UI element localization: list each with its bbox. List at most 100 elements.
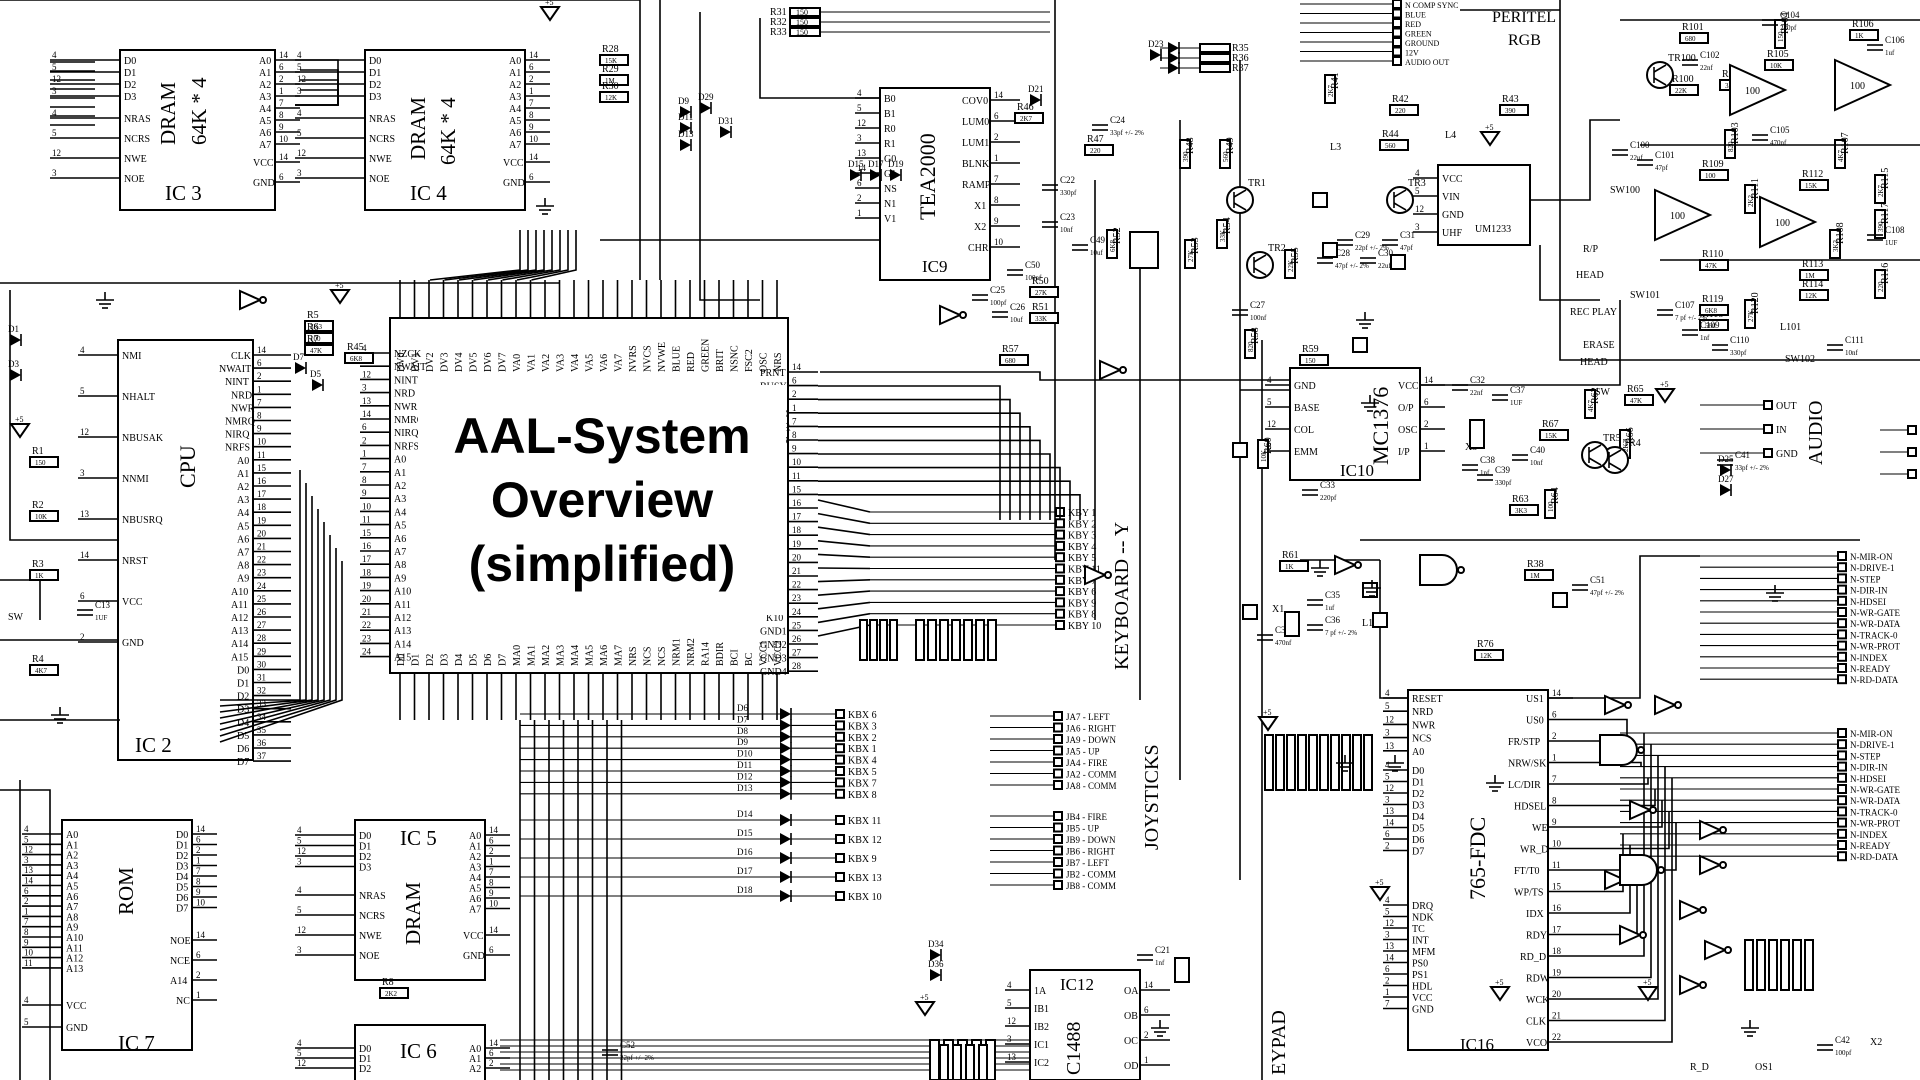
op-amp-symbol [1654, 188, 1713, 242]
pin-label: D3 [359, 863, 371, 874]
pin-label: RD_D [1520, 952, 1546, 963]
aal-top-pin-label: VA0 [512, 354, 523, 372]
pin-number: 6 [994, 111, 999, 121]
kby-label: KBY 8 [1068, 610, 1096, 621]
pin-label: A1 [509, 68, 521, 79]
pin-label: BLNK [962, 159, 990, 170]
pin-number: 2 [857, 193, 862, 203]
power-marker [1257, 716, 1279, 732]
resistor-array-element [929, 1039, 940, 1080]
pin-label: NRST [122, 556, 148, 567]
pin-number: 21 [362, 607, 371, 617]
resistor-label: R3 [32, 559, 44, 570]
capacitor-value: 47pf +/- 2% [1335, 262, 1369, 270]
resistor-value: 390 [1505, 107, 1516, 115]
resistor-value: 27K [1035, 289, 1047, 297]
wire [1420, 300, 1621, 386]
resistor-value: 10K [1770, 62, 1782, 70]
pin-number: 2 [489, 1058, 494, 1068]
diode-symbol [780, 871, 791, 883]
pin-label: PS1 [1412, 970, 1428, 981]
aal-top-pin-label: VA6 [599, 354, 610, 372]
pin-label: A0 [509, 56, 521, 67]
pin-number: 23 [792, 593, 802, 603]
pin-number: 13 [1385, 941, 1395, 951]
pin-number: 15 [362, 528, 372, 538]
crystal-symbol [1174, 957, 1190, 983]
aal-k-wire [817, 590, 871, 596]
pin-number: 3 [24, 855, 29, 865]
pin-number: 10 [489, 899, 499, 909]
transistor-emitter [1233, 202, 1247, 211]
kbx-label: KBX 12 [848, 835, 882, 846]
pin-label: NS [884, 184, 897, 195]
resistor-label: R31 [770, 7, 787, 18]
resistor-label: R61 [1282, 550, 1299, 561]
pin-number: 5 [24, 1017, 29, 1027]
resistor-symbol [1216, 219, 1228, 249]
capacitor-value: 22nf [1700, 64, 1714, 72]
pin-number: 10 [279, 134, 289, 144]
inverter-bubble [1719, 826, 1727, 834]
pin-label: A14 [231, 639, 248, 650]
capacitor-label: C42 [1835, 1035, 1850, 1045]
power-marker [1489, 986, 1511, 1002]
pin-number: 13 [1385, 741, 1395, 751]
joystick-label: JA6 - RIGHT [1066, 724, 1116, 734]
aal-k-wire [817, 540, 871, 547]
resistor-array-element [915, 619, 925, 661]
joystick-connector [1053, 722, 1063, 733]
pin-number: 11 [24, 958, 33, 968]
resistor-array-element [1792, 939, 1802, 991]
power-label: +5 [1495, 978, 1504, 987]
inverter-gate [1629, 799, 1653, 821]
pin-number: 12 [80, 427, 89, 437]
pin-number: 17 [792, 512, 802, 522]
wire [1539, 245, 1600, 301]
capacitor-value: 330pf [1060, 189, 1077, 197]
drive-label: N-STEP [1850, 751, 1881, 761]
pin-number: 28 [792, 661, 802, 671]
resistor-symbol [599, 74, 629, 86]
resistor-array-element [1768, 939, 1778, 991]
pin-label: NINT [225, 377, 249, 388]
capacitor-label: C102 [1700, 50, 1720, 60]
pin-label: D0 [359, 1044, 371, 1055]
pin-number: 10 [196, 898, 206, 908]
joystick-connector [1053, 857, 1063, 867]
pin-number: 4 [24, 824, 29, 834]
pin-label: US0 [1526, 716, 1544, 727]
pin-label: NBUSAK [122, 433, 164, 444]
pin-label: A7 [509, 140, 521, 151]
capacitor-label: C22 [1060, 175, 1075, 185]
pin-number: 34 [257, 712, 267, 722]
diode-label: D31 [718, 116, 734, 126]
resistor-value: 2K7 [1020, 115, 1033, 123]
aal-bottom-pin-label: MA0 [512, 645, 523, 666]
joystick-connector [1053, 880, 1063, 890]
pin-label: FT/T0 [1514, 866, 1540, 877]
pin-number: 9 [362, 488, 367, 498]
ic3-type: DRAM [156, 82, 180, 145]
resistor-label: R60 [1263, 437, 1274, 454]
pin-label: RAMP [962, 180, 991, 191]
resistor-value: 150 [796, 18, 808, 27]
pin-label: A3 [394, 494, 406, 505]
misc-label: HEAD [1580, 357, 1608, 368]
resistor-value: 22K [1675, 87, 1687, 95]
aal-bottom-pin-label: NCS [657, 647, 668, 666]
resistor-symbol [304, 332, 334, 344]
pin-number: 5 [52, 128, 57, 138]
pin-label: B0 [884, 94, 896, 105]
resistor-label: R67 [1542, 419, 1559, 430]
pin-number: 14 [489, 1038, 499, 1048]
diode-label: D27 [1718, 474, 1734, 484]
pin-number: 12 [857, 118, 866, 128]
wire [9, 290, 118, 541]
pin-number: 16 [792, 498, 802, 508]
resistor-array-element [927, 619, 937, 661]
pin-label: NRAS [369, 114, 396, 125]
op-amp-label: 100 [1670, 211, 1685, 222]
pin-label: D0 [1412, 766, 1424, 777]
inverter-gate [1679, 974, 1703, 996]
